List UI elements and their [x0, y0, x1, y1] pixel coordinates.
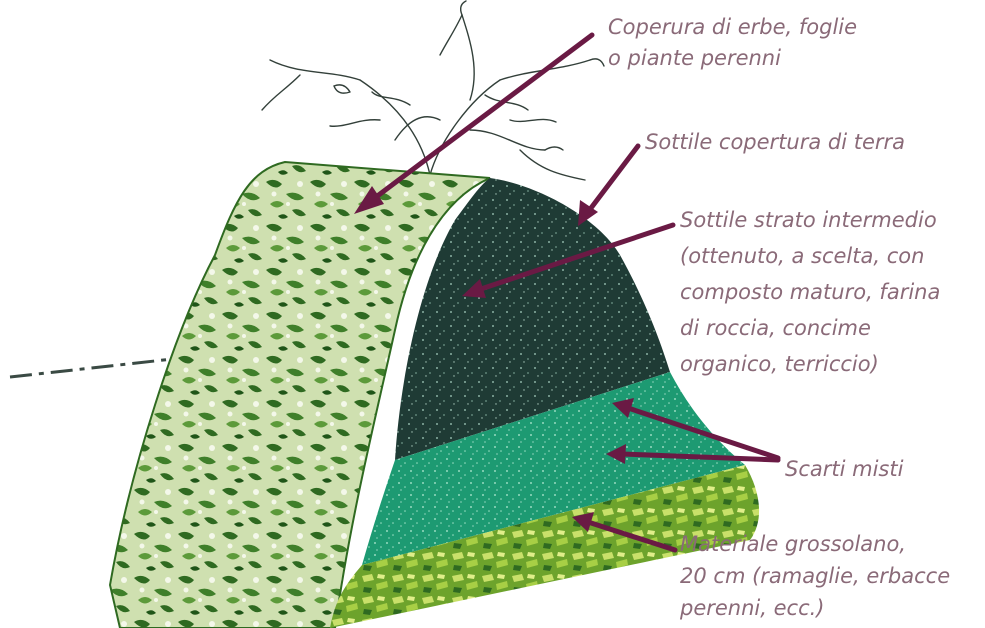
label-line: (ottenuto, a scelta, con — [680, 238, 940, 274]
label-line: Sottile strato intermedio — [680, 202, 940, 238]
label-line: Sottile copertura di terra — [645, 127, 905, 158]
label-line: di roccia, concime — [680, 310, 940, 346]
label-soil-cover: Sottile copertura di terra — [645, 127, 905, 158]
label-line: 20 cm (ramaglie, erbacce — [680, 560, 950, 592]
label-line: Materiale grossolano, — [680, 528, 950, 560]
arrow-soil-cover — [578, 146, 638, 226]
label-line: perenni, ecc.) — [680, 592, 950, 624]
label-mixed-waste: Scarti misti — [785, 454, 903, 485]
label-coarse-material: Materiale grossolano, 20 cm (ramaglie, e… — [680, 528, 950, 624]
label-line: Coperura di erbe, foglie — [608, 12, 857, 43]
label-intermediate-layer: Sottile strato intermedio (ottenuto, a s… — [680, 202, 940, 382]
label-grass-cover: Coperura di erbe, foglie o piante perenn… — [608, 12, 857, 74]
label-line: composto maturo, farina — [680, 274, 940, 310]
label-line: Scarti misti — [785, 454, 903, 485]
label-line: o piante perenni — [608, 43, 857, 74]
label-line: organico, terriccio) — [680, 346, 940, 382]
